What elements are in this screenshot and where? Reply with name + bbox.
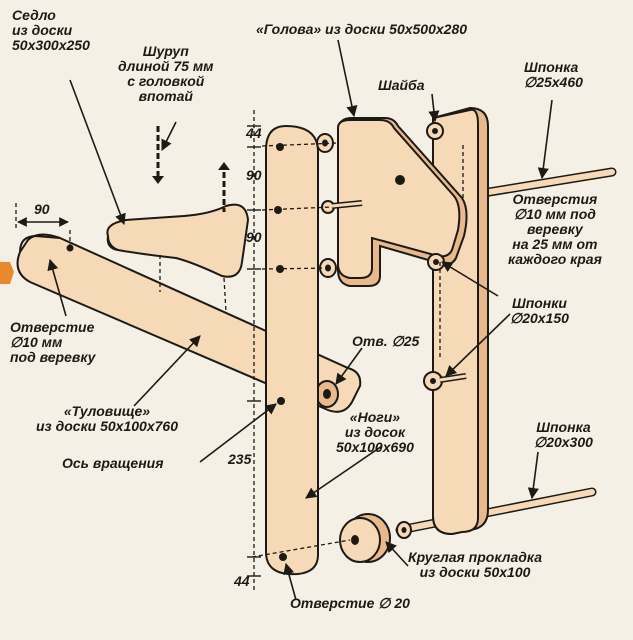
- spacer-mid: [315, 380, 339, 408]
- dim-44-top: 44: [246, 126, 262, 141]
- dim-235-text: 235: [228, 451, 252, 467]
- label-hole-left-text: Отверстие ∅10 мм под веревку: [10, 319, 96, 365]
- label-key-top-text: Шпонка ∅25x460: [524, 59, 583, 90]
- label-axis: Ось вращения: [62, 456, 163, 471]
- label-washer-text: Шайба: [378, 77, 425, 93]
- saddle-part: [106, 203, 250, 278]
- dim-90-b-text: 90: [246, 229, 262, 245]
- dim-44-bottom-text: 44: [234, 573, 250, 589]
- label-holes-rope: Отверстия ∅10 мм под веревку на 25 мм от…: [508, 192, 602, 267]
- label-key-bottom: Шпонка ∅20x300: [534, 420, 593, 450]
- spacer-bottom: [339, 513, 412, 563]
- dim-90-horizontal: 90: [34, 202, 50, 217]
- label-keys-mid: Шпонки ∅20x150: [510, 296, 569, 326]
- leg-right: [432, 106, 489, 536]
- label-saddle: Седло из доски 50x300x250: [12, 8, 90, 53]
- label-body-text: «Туловище» из доски 50x100x760: [36, 403, 178, 434]
- key-bottom: [395, 487, 597, 535]
- leg-left: [265, 124, 319, 576]
- dimension-scale: [247, 125, 261, 577]
- label-legs: «Ноги» из досок 50x100x690: [336, 410, 414, 455]
- dim-44-bottom: 44: [234, 574, 250, 589]
- dim-90-a: 90: [246, 168, 262, 183]
- label-saddle-text: Седло из доски 50x300x250: [12, 7, 90, 53]
- label-axis-text: Ось вращения: [62, 455, 164, 471]
- page-marker: [0, 262, 14, 284]
- dim-90-horizontal-text: 90: [34, 201, 50, 217]
- label-holes-rope-text: Отверстия ∅10 мм под веревку на 25 мм от…: [508, 191, 602, 267]
- label-spacer: Круглая прокладка из доски 50x100: [408, 550, 542, 580]
- label-legs-text: «Ноги» из досок 50x100x690: [336, 409, 414, 455]
- label-hole-25-text: Отв. ∅25: [352, 333, 420, 349]
- dim-235: 235: [228, 452, 251, 467]
- leader-lines: [47, 39, 553, 601]
- label-hole-25: Отв. ∅25: [352, 334, 419, 349]
- screws: [152, 126, 230, 212]
- label-hole-20-text: Отверстие ∅ 20: [290, 595, 410, 611]
- label-hole-20: Отверстие ∅ 20: [290, 596, 410, 611]
- label-head-text: «Голова» из доски 50x500x280: [256, 21, 468, 37]
- head-part: [337, 117, 468, 287]
- label-body: «Туловище» из доски 50x100x760: [36, 404, 178, 434]
- label-screw: Шуруп длиной 75 мм с головкой впотай: [118, 44, 214, 104]
- label-washer: Шайба: [378, 78, 425, 93]
- label-spacer-text: Круглая прокладка из доски 50x100: [408, 549, 542, 580]
- axis-lines: [15, 110, 464, 590]
- dim-90-b: 90: [246, 230, 262, 245]
- dim-44-top-text: 44: [246, 125, 262, 141]
- label-keys-mid-text: Шпонки ∅20x150: [510, 295, 569, 326]
- dim-90-a-text: 90: [246, 167, 262, 183]
- label-key-bottom-text: Шпонка ∅20x300: [534, 419, 593, 450]
- label-key-top: Шпонка ∅25x460: [524, 60, 583, 90]
- label-hole-left: Отверстие ∅10 мм под веревку: [10, 320, 95, 365]
- label-screw-text: Шуруп длиной 75 мм с головкой впотай: [118, 43, 214, 104]
- label-head: «Голова» из доски 50x500x280: [256, 22, 467, 37]
